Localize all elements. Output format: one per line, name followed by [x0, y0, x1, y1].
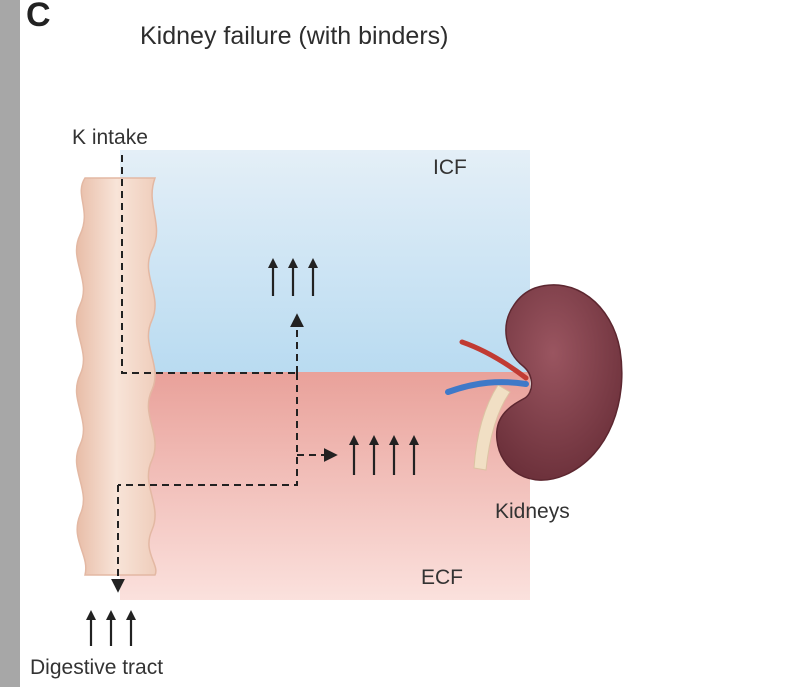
k-intake-path	[121, 155, 297, 374]
flow-to-ecf	[118, 373, 298, 486]
digestive-up-arrow	[106, 610, 116, 646]
k-intake-label: K intake	[72, 126, 148, 149]
ecf-label: ECF	[421, 566, 463, 589]
icf-up-arrow	[288, 258, 298, 296]
kidney-illustration	[445, 284, 623, 481]
icf-label: ICF	[433, 156, 467, 179]
diagram-title: Kidney failure (with binders)	[140, 22, 449, 50]
renal-artery	[459, 339, 529, 381]
digestive-tract-shape	[75, 177, 158, 576]
ecf-up-arrow	[409, 435, 419, 475]
digestive-up-arrow	[86, 610, 96, 646]
icf-compartment	[120, 150, 530, 372]
digestive-up-arrow	[126, 610, 136, 646]
icf-up-arrow	[268, 258, 278, 296]
ecf-up-arrow	[389, 435, 399, 475]
digestive-tract-label: Digestive tract	[30, 656, 164, 679]
left-edge-bar	[0, 0, 20, 687]
ecf-increase-arrows	[349, 435, 419, 475]
potassium-flow-paths	[111, 155, 338, 593]
ecf-up-arrow	[349, 435, 359, 475]
ecf-up-arrow	[369, 435, 379, 475]
ureter	[473, 384, 511, 471]
ecf-compartment	[120, 372, 530, 600]
renal-vein	[445, 379, 529, 395]
digestive-increase-arrows	[86, 610, 136, 646]
panel-letter: C	[26, 0, 51, 34]
icf-increase-arrows	[268, 258, 318, 296]
kidneys-label: Kidneys	[495, 500, 570, 523]
icf-up-arrow	[308, 258, 318, 296]
kidney-shape	[496, 284, 623, 481]
